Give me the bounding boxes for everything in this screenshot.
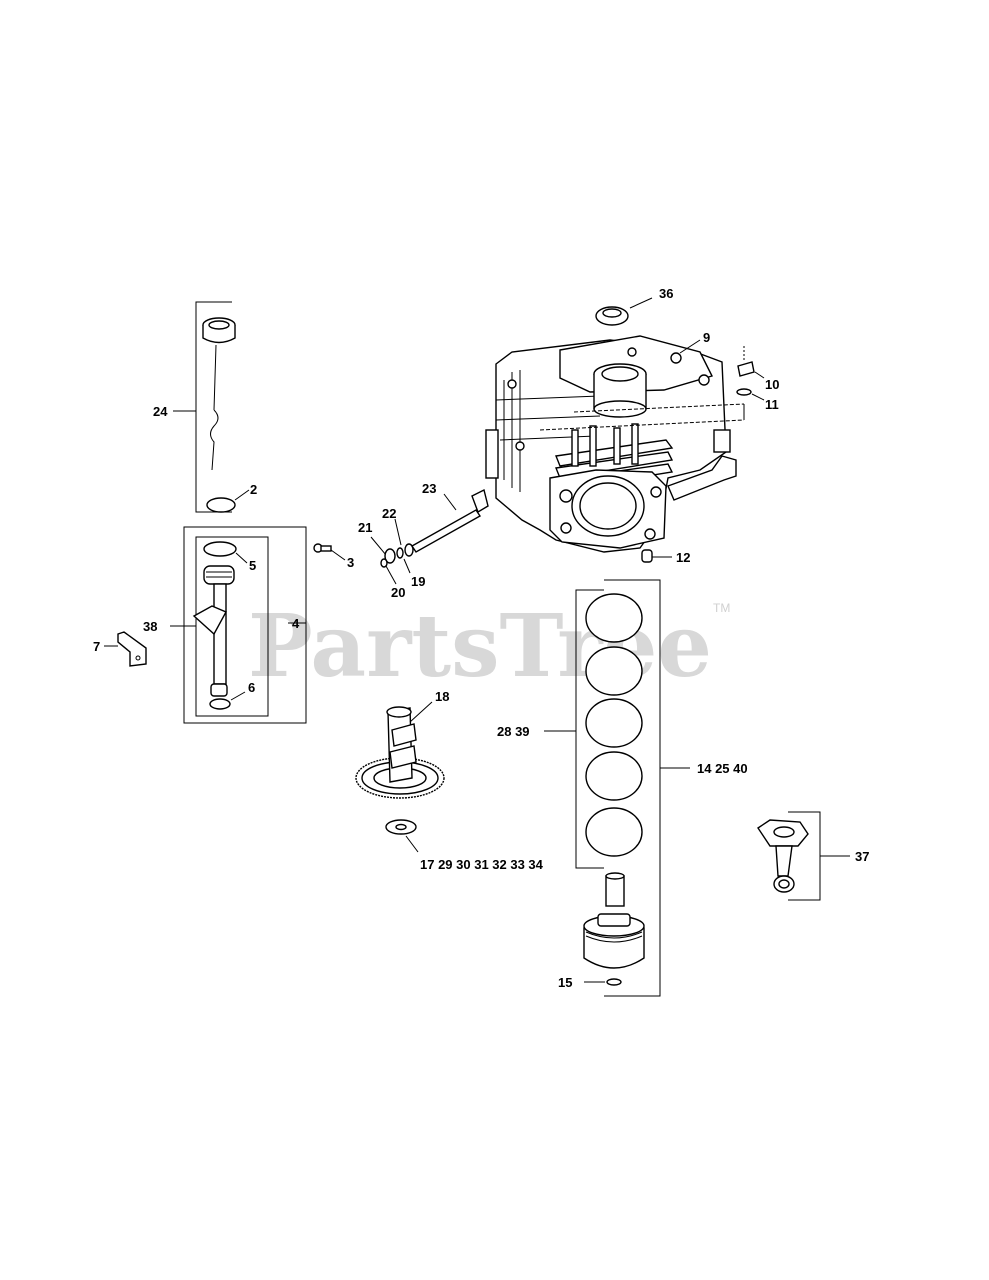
piston-group — [544, 579, 690, 997]
seal-19[interactable] — [404, 543, 414, 557]
callout-5: 5 — [249, 558, 256, 573]
dipstick-group — [173, 301, 250, 513]
tube-group — [170, 526, 307, 724]
callout-21: 21 — [358, 520, 372, 535]
piston-ring-1[interactable] — [585, 593, 643, 643]
callout-19: 19 — [411, 574, 425, 589]
callout-28-39: 28 39 — [497, 724, 530, 739]
callout-12: 12 — [676, 550, 690, 565]
shaft-group — [370, 488, 489, 585]
callout-20: 20 — [391, 585, 405, 600]
retainer-15[interactable] — [606, 978, 622, 986]
leader-36 — [629, 297, 653, 309]
callout-36: 36 — [659, 286, 673, 301]
leader-17 — [405, 835, 419, 853]
dipstick-tube-part[interactable] — [192, 565, 235, 697]
washer-21[interactable] — [384, 548, 396, 564]
washer-part-11[interactable] — [736, 388, 752, 396]
camshaft-part-18[interactable] — [355, 706, 445, 799]
piston-ring-2[interactable] — [585, 646, 643, 696]
dipstick-part[interactable] — [202, 317, 236, 471]
bracket-24 — [195, 301, 232, 513]
leader-18 — [409, 701, 433, 723]
piston-ring-3[interactable] — [585, 698, 643, 748]
callout-2: 2 — [250, 482, 257, 497]
callout-23: 23 — [422, 481, 436, 496]
callout-10: 10 — [765, 377, 779, 392]
callout-17-29-30-31-32-33-34: 17 29 30 31 32 33 34 — [420, 857, 544, 872]
leader-2 — [234, 489, 250, 501]
connecting-rod-group — [757, 811, 850, 901]
callout-37: 37 — [855, 849, 869, 864]
leader-20 — [385, 565, 397, 585]
callout-11: 11 — [765, 397, 779, 412]
washer-20[interactable] — [380, 558, 388, 568]
crankcase-block[interactable] — [485, 335, 745, 553]
piston-ring-5[interactable] — [585, 807, 643, 857]
callout-15: 15 — [558, 975, 572, 990]
connecting-rod-part[interactable] — [757, 819, 809, 893]
callout-7: 7 — [93, 639, 100, 654]
leader-3 — [330, 549, 346, 561]
leader-9 — [679, 339, 701, 354]
callout-18: 18 — [435, 689, 449, 704]
leader-19 — [403, 558, 411, 574]
bracket-14-25-40 — [604, 579, 661, 997]
leader-11 — [751, 393, 765, 401]
callout-3: 3 — [347, 555, 354, 570]
piston[interactable] — [583, 913, 645, 969]
callout-22: 22 — [382, 506, 396, 521]
callout-4: 4 — [292, 616, 300, 631]
callout-38: 38 — [143, 619, 157, 634]
screw-part-10[interactable] — [737, 346, 755, 377]
o-ring-2[interactable] — [206, 497, 236, 513]
o-ring-6[interactable] — [209, 698, 231, 710]
callout-24: 24 — [153, 404, 168, 419]
plug-part-12[interactable] — [641, 549, 653, 563]
outer-box-4 — [183, 526, 307, 724]
bracket-28-39 — [575, 589, 604, 869]
oil-seal-36[interactable] — [595, 306, 629, 326]
piston-ring-4[interactable] — [585, 751, 643, 801]
leader-21 — [370, 536, 387, 556]
leader-23 — [443, 493, 457, 511]
watermark-trademark: TM — [713, 601, 730, 615]
callout-9: 9 — [703, 330, 710, 345]
washer-22[interactable] — [396, 547, 404, 559]
leader-10 — [754, 371, 765, 379]
piston-pin[interactable] — [605, 872, 625, 907]
leader-5 — [235, 552, 248, 564]
watermark-text: PartsTree — [248, 596, 712, 697]
shim-17-hole — [395, 823, 407, 831]
leader-6 — [230, 691, 246, 701]
screw-part-3[interactable] — [313, 543, 332, 553]
bracket-part-7[interactable] — [117, 631, 147, 667]
leader-22 — [394, 518, 402, 546]
o-ring-5[interactable] — [203, 541, 237, 557]
governor-shaft-23[interactable] — [410, 488, 489, 553]
callout-14-25-40: 14 25 40 — [697, 761, 748, 776]
callout-6: 6 — [248, 680, 255, 695]
